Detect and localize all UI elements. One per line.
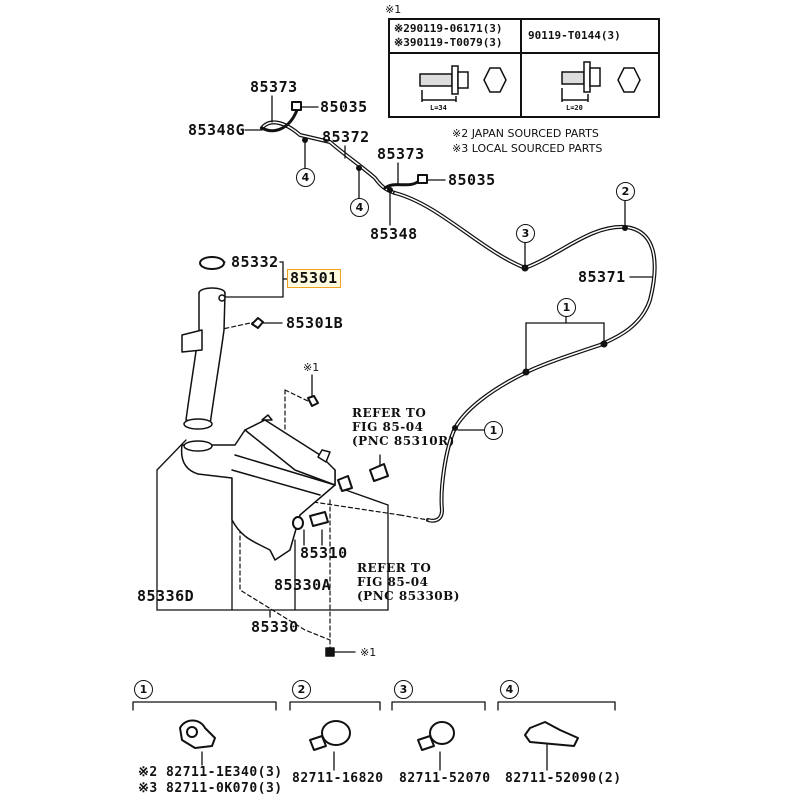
note-marker-top-bolt: ※1 — [303, 361, 320, 374]
clamp-section-2-index: 2 — [292, 680, 311, 699]
part-label-85035-top[interactable]: 85035 — [320, 98, 368, 116]
clamp-1-icon — [179, 719, 216, 749]
part-label-85330[interactable]: 85330 — [251, 618, 299, 636]
part-label-85332[interactable]: 85332 — [231, 253, 279, 271]
clamp-illustrations — [179, 719, 579, 751]
hose-85373-mid — [383, 178, 422, 190]
bolt-part-2: 90119-T0144(3) — [528, 29, 621, 42]
pump-85310 — [292, 463, 389, 530]
bolt-1-icon — [419, 65, 507, 102]
part-label-85301B[interactable]: 85301B — [286, 314, 344, 332]
reference-note-85330B: REFER TO FIG 85-04 (PNC 85330B) — [357, 561, 460, 603]
part-label-85373-mid[interactable]: 85373 — [377, 145, 425, 163]
dashed-guides — [217, 321, 429, 651]
note-marker-bottom-bolt: ※1 — [360, 646, 377, 659]
part-label-85330A[interactable]: 85330A — [274, 576, 332, 594]
bolt-1-length: L=34 — [430, 104, 447, 112]
bolt-2-length: L=20 — [566, 104, 583, 112]
reference-note-85310R: REFER TO FIG 85-04 (PNC 85310R) — [352, 406, 455, 448]
part-label-85373-top[interactable]: 85373 — [250, 78, 298, 96]
callout-clamp-1-b[interactable]: 1 — [484, 421, 503, 440]
legend-japan-sourced: ※2 JAPAN SOURCED PARTS — [452, 127, 599, 140]
part-label-85310[interactable]: 85310 — [300, 544, 348, 562]
hose-85372 — [260, 120, 397, 195]
legend-local-sourced: ※3 LOCAL SOURCED PARTS — [452, 142, 603, 155]
part-label-85372[interactable]: 85372 — [322, 128, 370, 146]
bolt-85301B — [251, 317, 264, 329]
bolt-table-cell-1: ※290119-06171(3) ※390119-T0079(3) — [390, 20, 522, 54]
clamp-section-4-index: 4 — [500, 680, 519, 699]
clamp-1-part-japan[interactable]: ※2 82711-1E340(3) — [138, 765, 283, 780]
bolt-part-local: ※390119-T0079(3) — [394, 36, 503, 49]
nozzle-85035-mid — [417, 174, 428, 184]
clamp-2-icon — [309, 720, 351, 751]
clamp-3-part[interactable]: 82711-52070 — [399, 771, 491, 786]
bolt-top — [307, 395, 319, 407]
hose-85373-top — [260, 108, 299, 133]
part-label-85348[interactable]: 85348 — [370, 225, 418, 243]
clamp-1-part-local[interactable]: ※3 82711-0K070(3) — [138, 781, 283, 796]
callout-clamp-4-b[interactable]: 4 — [350, 198, 369, 217]
part-label-85371[interactable]: 85371 — [578, 268, 626, 286]
nozzle-85035-top — [291, 101, 302, 111]
bolt-table-cell-3: L=34 — [390, 54, 522, 116]
washer-tank-85330 — [180, 414, 336, 561]
bolt-table-heading: ※1 — [385, 3, 402, 16]
part-label-85301-highlighted[interactable]: 85301 — [287, 269, 341, 288]
bolt-2-icon — [561, 61, 641, 102]
clamp-2-part[interactable]: 82711-16820 — [292, 771, 384, 786]
bolt-part-japan: ※290119-06171(3) — [394, 22, 503, 35]
clamp-3-icon — [417, 721, 455, 751]
filler-neck-85301 — [181, 287, 226, 430]
callout-clamp-4-a[interactable]: 4 — [296, 168, 315, 187]
callout-clamp-1-a[interactable]: 1 — [557, 298, 576, 317]
bolt-bottom — [325, 647, 335, 657]
part-label-85348G[interactable]: 85348G — [188, 121, 246, 139]
callout-clamp-2[interactable]: 2 — [616, 182, 635, 201]
clamp-section-1-index: 1 — [134, 680, 153, 699]
clamp-4-icon — [524, 721, 579, 747]
clamp-brackets — [132, 701, 616, 771]
clamp-4-part[interactable]: 82711-52090(2) — [505, 771, 622, 786]
bolt-spec-table: ※290119-06171(3) ※390119-T0079(3) 90119-… — [388, 18, 660, 118]
part-label-85035-mid[interactable]: 85035 — [448, 171, 496, 189]
bolt-table-cell-4: L=20 — [522, 54, 658, 116]
leader-lines — [156, 95, 653, 653]
part-label-85336D[interactable]: 85336D — [137, 587, 195, 605]
callout-clamp-3[interactable]: 3 — [516, 224, 535, 243]
bolt-table-cell-2: 90119-T0144(3) — [522, 20, 658, 54]
clamp-section-3-index: 3 — [394, 680, 413, 699]
cap-85332 — [199, 256, 225, 270]
